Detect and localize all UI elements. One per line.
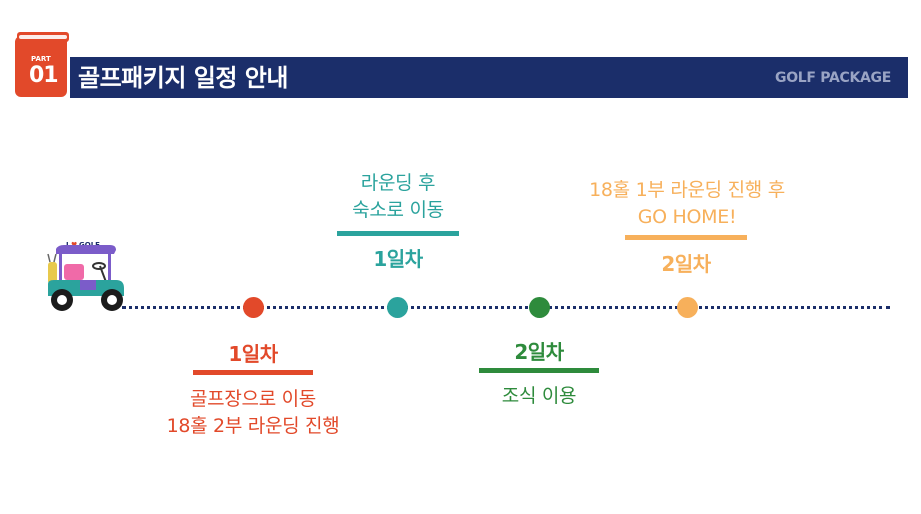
stage-4-line-1: 18홀 1부 라운딩 진행 후	[589, 179, 785, 201]
stage-1-line-1: 골프장으로 이동	[189, 388, 316, 410]
stage-4-text: 18홀 1부 라운딩 진행 후 GO HOME!	[567, 177, 807, 231]
timeline-node-1	[243, 297, 264, 318]
book-icon	[15, 32, 69, 97]
stage-1-text: 골프장으로 이동 18홀 2부 라운딩 진행	[138, 386, 368, 440]
stage-2-line-2: 숙소로 이동	[352, 199, 444, 221]
timeline-node-2	[387, 297, 408, 318]
stage-2-text: 라운딩 후 숙소로 이동	[318, 170, 478, 224]
timeline-line	[122, 306, 890, 309]
timeline-node-3	[529, 297, 550, 318]
brand-text: GOLF PACKAGE	[775, 70, 891, 86]
stage-1-day: 1일차	[228, 342, 278, 366]
part-badge: PART 01	[15, 32, 72, 97]
stage-3-line-1: 조식 이용	[501, 385, 577, 407]
part-label: PART	[31, 55, 51, 63]
stage-1-underline	[193, 370, 313, 375]
stage-3-underline	[479, 368, 599, 373]
stage-4-line-2: GO HOME!	[637, 206, 737, 228]
golf-cart-icon: I ♥ GOLF	[44, 240, 128, 314]
stage-4-day: 2일차	[661, 252, 711, 276]
stage-2-day: 1일차	[373, 247, 423, 271]
stage-3-day: 2일차	[514, 340, 564, 364]
stage-4-underline	[625, 235, 747, 240]
stage-1-line-2: 18홀 2부 라운딩 진행	[166, 415, 340, 437]
stage-2-line-1: 라운딩 후	[360, 172, 436, 194]
timeline-node-4	[677, 297, 698, 318]
part-number: 01	[29, 63, 59, 88]
header-bar	[70, 57, 908, 98]
stage-2-underline	[337, 231, 459, 236]
stage-3-text: 조식 이용	[459, 383, 619, 410]
page-title: 골프패키지 일정 안내	[78, 64, 288, 92]
